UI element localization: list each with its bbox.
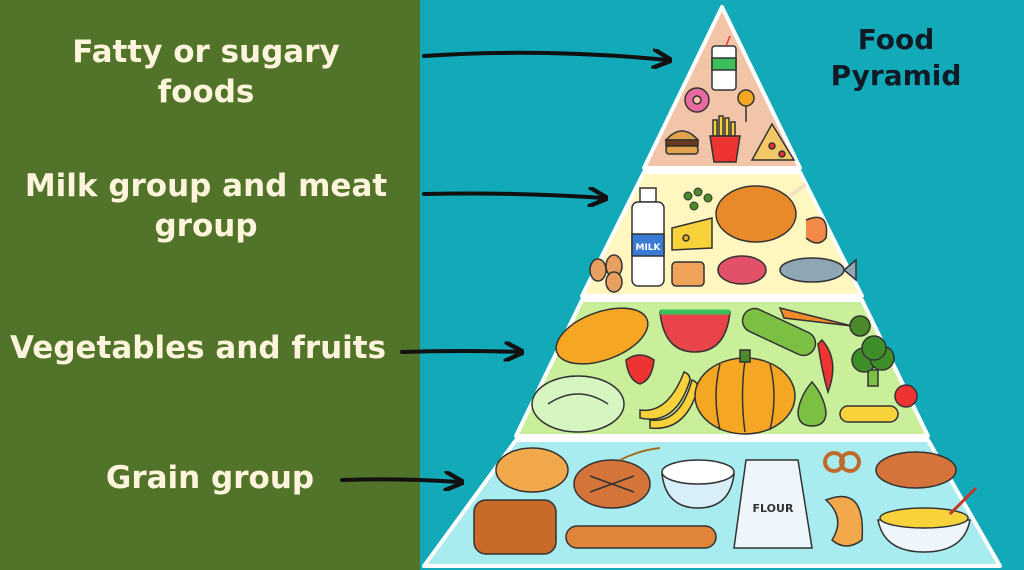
cucumber-icon (741, 307, 817, 357)
fries-icon (709, 115, 741, 163)
cheese-icon (671, 217, 713, 251)
bread-loaf-icon (473, 499, 557, 555)
left-label-panel (0, 0, 420, 570)
arrow-veg (400, 351, 520, 352)
loaf-icon (875, 451, 957, 489)
lollipop-icon (737, 89, 755, 122)
label-vegetables-fruits: Vegetables and fruits (10, 330, 387, 366)
bananas-icon (639, 371, 699, 430)
wheat-icon (619, 447, 661, 461)
arrow-grain (340, 479, 460, 482)
rice-bowl-icon (661, 459, 735, 509)
fish-icon (779, 257, 857, 283)
bread-bun-icon (495, 447, 569, 493)
pumpkin-icon (694, 349, 796, 435)
strawberry-icon (625, 354, 655, 385)
eggs-icon (589, 254, 623, 293)
noodle-bowl-icon (877, 486, 978, 553)
pear-icon (797, 380, 827, 427)
tofu-meat-icon (671, 261, 705, 287)
round-bread-icon (573, 459, 651, 509)
label-grain: Grain group (105, 460, 315, 496)
watermelon-icon (659, 309, 731, 353)
chili-pepper-icon (817, 338, 834, 395)
milk-label: MILK (635, 243, 661, 253)
tomato-icon (894, 384, 918, 408)
burger-icon (664, 130, 700, 155)
soda-cup-icon (711, 35, 737, 91)
arrow-fatty (422, 53, 668, 60)
donut-icon (684, 87, 710, 113)
arrow-milk-meat (422, 194, 604, 199)
pizza-slice-icon (750, 122, 796, 161)
baguette-icon (565, 525, 717, 549)
broccoli-icon (851, 335, 895, 387)
papaya-icon (555, 307, 649, 365)
flour-label: FLOUR (753, 502, 794, 515)
cabbage-icon (531, 375, 625, 433)
roast-chicken-icon (715, 182, 808, 243)
milk-bottle-icon: MILK (631, 187, 665, 287)
carrot-icon (778, 306, 871, 337)
corn-icon (839, 405, 899, 423)
peas-icon (683, 187, 713, 211)
steak-icon (717, 255, 767, 285)
flour-bag-icon: FLOUR (733, 459, 813, 549)
pretzel-icon (823, 451, 861, 473)
shrimp-icon (805, 216, 828, 244)
croissant-icon (824, 495, 864, 547)
